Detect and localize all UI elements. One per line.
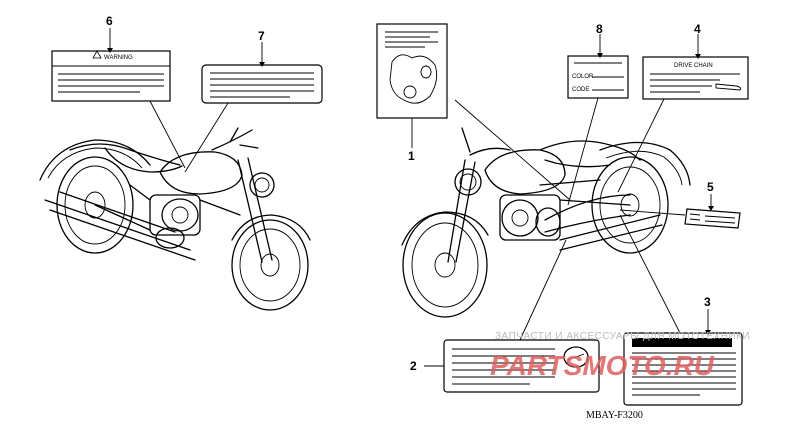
warning-triangle-icon: [92, 50, 102, 59]
callout-5: 5: [707, 180, 714, 194]
label-7: [184, 42, 323, 173]
code-text: CODE: [572, 87, 589, 93]
label-6-warning: WARNING: [51, 28, 186, 169]
left-motorcycle: [39, 127, 311, 311]
right-motorcycle: [401, 127, 691, 318]
label-2: [424, 239, 600, 393]
callouts: 6 7 1 8 4 5 2 3: [106, 14, 714, 373]
callout-3: 3: [704, 295, 711, 309]
drive-chain-text: DRIVE CHAIN: [674, 63, 713, 69]
label-3: [619, 214, 743, 406]
callout-7: 7: [258, 29, 265, 43]
watermark-line2: PARTSMOTO.RU: [490, 350, 715, 381]
label-4-drive-chain: DRIVE CHAIN: [617, 34, 749, 193]
callout-8: 8: [596, 22, 603, 36]
callout-1: 1: [408, 149, 415, 163]
wing-logo-icon: [563, 346, 589, 368]
callout-4: 4: [694, 22, 701, 36]
watermark-line1: ЗАПЧАСТИ И АКСЕССУАРЫ ДЛЯ МОТОТЕХНИКИ: [495, 331, 750, 342]
diagram-code: MBAY-F3200: [586, 410, 643, 421]
label-8-color-code: COLOR CODE: [567, 34, 629, 206]
callout-6: 6: [106, 14, 113, 28]
warning-text: WARNING: [104, 55, 133, 61]
callout-2: 2: [410, 359, 417, 373]
label-5: [619, 194, 741, 229]
label-1: [376, 23, 571, 201]
color-text: COLOR: [572, 74, 594, 80]
watermark: ЗАПЧАСТИ И АКСЕССУАРЫ ДЛЯ МОТОТЕХНИКИ PA…: [490, 331, 750, 381]
